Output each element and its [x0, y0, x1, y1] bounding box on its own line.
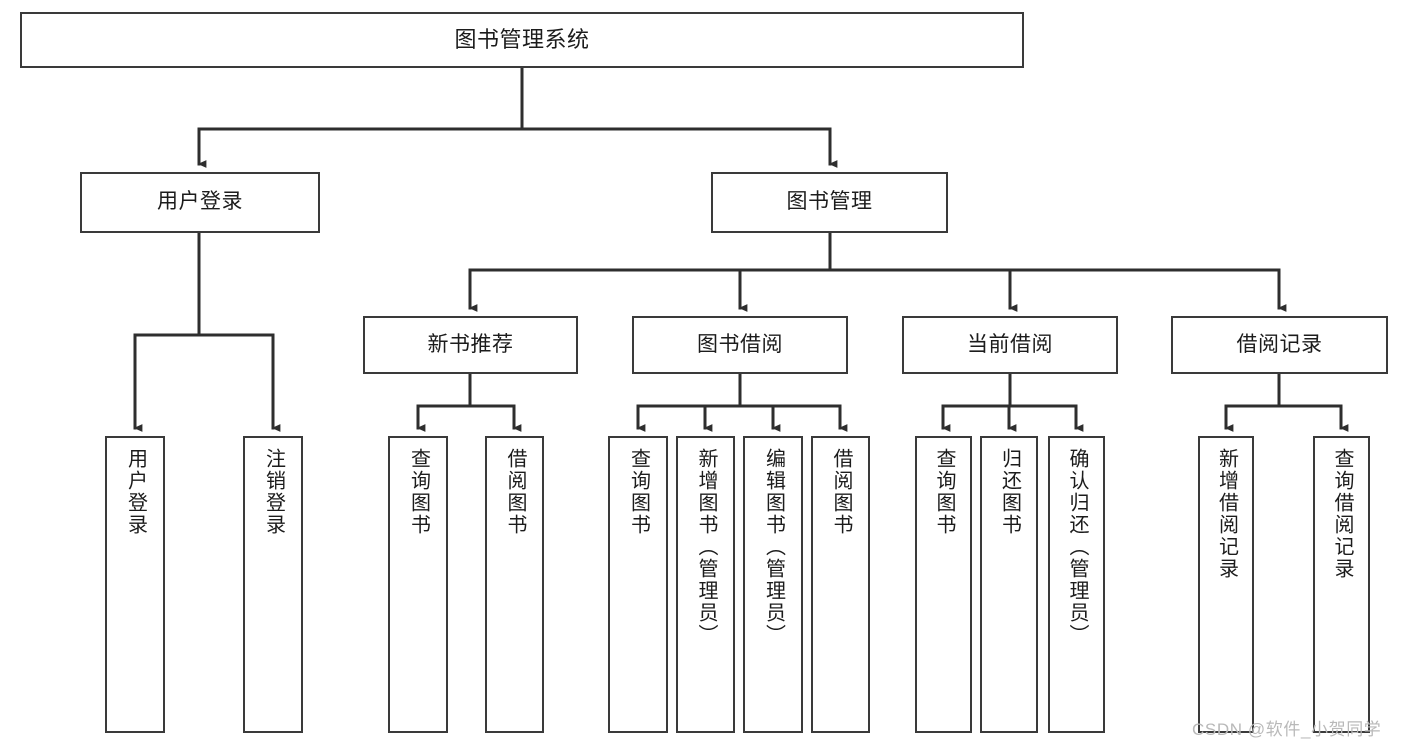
leaf-query-book-current[interactable]: 查询图书: [915, 436, 972, 733]
node-label: 图书管理: [786, 190, 873, 214]
node-current-borrow[interactable]: 当前借阅: [902, 316, 1118, 374]
node-label: 查询图书: [627, 448, 650, 536]
leaf-return-book[interactable]: 归还图书: [980, 436, 1038, 733]
node-label: 新增借阅记录: [1215, 448, 1238, 580]
node-label: 图书管理系统: [454, 27, 590, 53]
node-label: 新增图书（管理员）: [695, 448, 717, 646]
node-label: 借阅图书: [504, 448, 526, 536]
node-label: 编辑图书（管理员）: [762, 448, 785, 646]
leaf-add-book[interactable]: 新增图书（管理员）: [676, 436, 735, 733]
leaf-user-login[interactable]: 用户登录: [105, 436, 165, 733]
node-label: 查询图书: [933, 448, 955, 536]
node-new-book-recommend[interactable]: 新书推荐: [363, 316, 578, 374]
node-label: 新书推荐: [427, 332, 514, 356]
node-borrow-record[interactable]: 借阅记录: [1171, 316, 1388, 374]
leaf-confirm-return[interactable]: 确认归还（管理员）: [1048, 436, 1105, 733]
leaf-borrow-book-recommend[interactable]: 借阅图书: [485, 436, 544, 733]
node-label: 用户登录: [157, 190, 243, 214]
node-label: 查询借阅记录: [1331, 448, 1353, 580]
node-label: 注销登录: [262, 448, 285, 536]
node-label: 借阅记录: [1236, 332, 1323, 356]
node-label: 用户登录: [124, 448, 147, 536]
node-user-login[interactable]: 用户登录: [80, 172, 320, 233]
node-label: 当前借阅: [967, 332, 1053, 356]
node-book-borrow[interactable]: 图书借阅: [632, 316, 848, 374]
watermark-csdn: CSDN @软件_小贺同学: [1192, 720, 1382, 739]
leaf-edit-book[interactable]: 编辑图书（管理员）: [743, 436, 803, 733]
leaf-query-borrow-record[interactable]: 查询借阅记录: [1313, 436, 1370, 733]
leaf-user-logout[interactable]: 注销登录: [243, 436, 303, 733]
node-label: 确认归还（管理员）: [1066, 448, 1088, 646]
node-book-management[interactable]: 图书管理: [711, 172, 948, 233]
leaf-query-book-borrow[interactable]: 查询图书: [608, 436, 668, 733]
leaf-query-book-recommend[interactable]: 查询图书: [388, 436, 448, 733]
node-label: 归还图书: [998, 448, 1021, 536]
leaf-borrow-book[interactable]: 借阅图书: [811, 436, 870, 733]
node-root-library-system[interactable]: 图书管理系统: [20, 12, 1024, 68]
node-label: 图书借阅: [697, 332, 783, 356]
leaf-add-borrow-record[interactable]: 新增借阅记录: [1198, 436, 1254, 733]
node-label: 查询图书: [407, 448, 430, 536]
node-label: 借阅图书: [830, 448, 852, 536]
